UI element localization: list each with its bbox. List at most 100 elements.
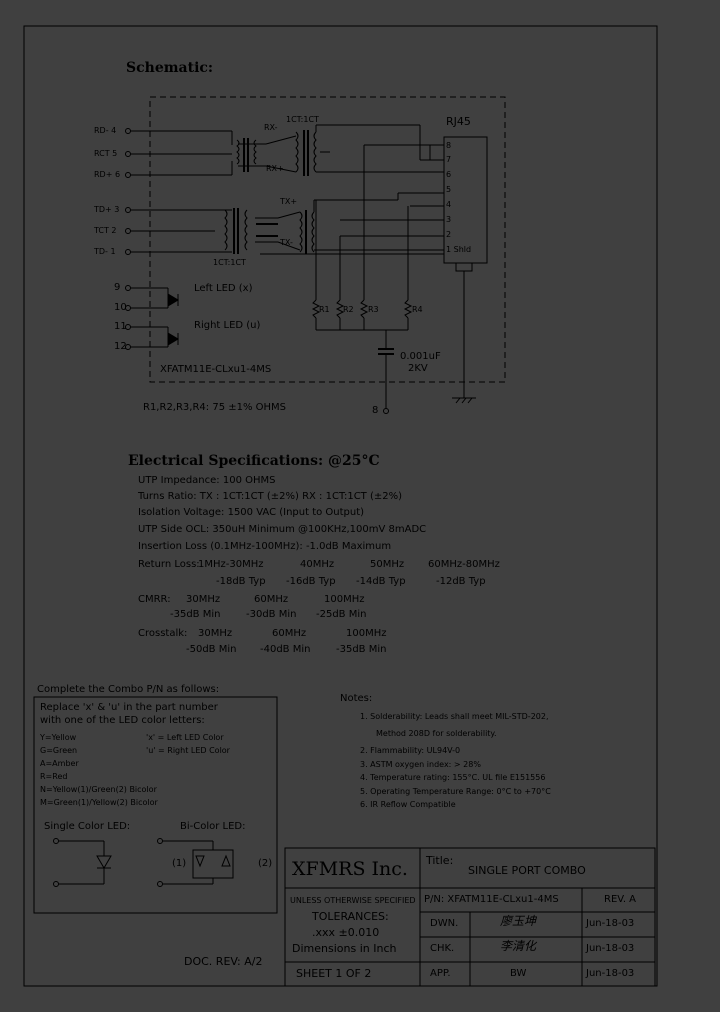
termination-resistors [311,144,430,414]
rj45-pin-8: 8 [446,141,452,150]
combo-heading: Complete the Combo P/N as follows: [37,684,220,695]
note-item: 5. Operating Temperature Range: 0°C to +… [360,787,551,796]
notes-heading: Notes: [340,693,373,704]
note-item: 3. ASTM oxygen index: > 28% [360,760,481,769]
combo-replace-line2: with one of the LED color letters: [40,715,205,726]
tx-ratio-label: 1CT:1CT [213,258,246,267]
tx-transformer [224,192,444,255]
title-block-grid [284,847,656,987]
app-label: APP. [430,968,451,979]
note-item: Method 208D for solderability. [376,729,497,738]
return-loss-freq: 40MHz [300,559,335,570]
rj45-pin-5: 5 [446,185,452,194]
cmrr-freq: 60MHz [254,594,289,605]
return-loss-label: Return Loss: [138,559,200,570]
chk-label: CHK. [430,943,455,954]
pin-label-tct: TCT 2 [94,226,117,235]
spec-utp-impedance: UTP Impedance: 100 OHMS [138,475,276,486]
tx-minus-label: TX- [280,238,293,247]
rj45-pin-7: 7 [446,155,452,164]
color-letter: A=Amber [40,759,79,768]
bicolor-2-label: (2) [258,858,273,869]
color-letter: R=Red [40,772,68,781]
chk-date: Jun-18-03 [586,943,635,954]
spec-ocl: UTP Side OCL: 350uH Minimum @100KHz,100m… [138,524,427,535]
single-led-symbol [53,838,112,887]
rd-pins [125,128,233,178]
led-pin-12: 12 [114,341,127,352]
doc-revision: DOC. REV: A/2 [184,955,263,968]
rj45-pin-6: 6 [446,170,452,179]
cmrr-value: -25dB Min [316,609,367,620]
left-led-label: Left LED (x) [194,283,253,294]
led-pin-11: 11 [114,321,127,332]
crosstalk-label: Crosstalk: [138,628,188,639]
dwn-label: DWN. [430,918,459,929]
led-circuit [125,285,179,350]
electrical-heading: Electrical Specifications: @25°C [128,453,380,469]
dwn-signature: 廖玉坤 [500,914,537,928]
return-loss-value: -16dB Typ [286,576,336,587]
schematic-outline [149,96,506,383]
part-number: P/N: XFATM11E-CLxu1-4MS [424,894,559,905]
note-item: 1. Solderability: Leads shall meet MIL-S… [360,712,549,721]
drawing-title: SINGLE PORT COMBO [468,864,586,877]
resistor-label-r3: R3 [368,305,379,314]
rj45-pin-4: 4 [446,200,452,209]
combo-replace-line1: Replace 'x' & 'u' in the part number [40,702,218,713]
cmrr-freq: 100MHz [324,594,365,605]
bicolor-led-symbol [157,838,234,887]
capacitor-value: 0.001uF [400,351,441,362]
bicolor-1-label: (1) [172,858,187,869]
rx-ratio-label: 1CT:1CT [286,115,319,124]
color-letter: Y=Yellow [40,733,77,742]
combo-box [33,696,278,914]
tx-plus-label: TX+ [280,197,298,206]
rx-transformer [236,124,444,176]
title-label: Title: [426,854,454,867]
note-item: 4. Temperature rating: 155°C. UL file E1… [360,773,546,782]
return-loss-value: -18dB Typ [216,576,266,587]
return-loss-freq: 60MHz-80MHz [428,559,500,570]
pin-label-rd-plus: RD+ 6 [94,170,121,179]
rj45-pin-3: 3 [446,215,452,224]
tolerance-line4: Dimensions in Inch [292,942,397,955]
u-note: 'u' = Right LED Color [146,746,230,755]
color-letter: G=Green [40,746,78,755]
cmrr-label: CMRR: [138,594,171,605]
return-loss-freq: 50MHz [370,559,405,570]
resistor-label-r2: R2 [343,305,354,314]
dwn-date: Jun-18-03 [586,918,635,929]
cmrr-value: -35dB Min [170,609,221,620]
app-date: Jun-18-03 [586,968,635,979]
note-item: 6. IR Reflow Compatible [360,800,456,809]
note-item: 2. Flammability: UL94V-0 [360,746,461,755]
td-pins [125,207,232,255]
return-loss-value: -14dB Typ [356,576,406,587]
company-name: XFMRS Inc. [292,858,408,880]
resistor-label-r4: R4 [412,305,423,314]
pin-label-td-minus: TD- 1 [94,247,116,256]
led-pin-9: 9 [114,282,121,293]
return-loss-freq: 1MHz-30MHz [198,559,264,570]
crosstalk-value: -35dB Min [336,644,387,655]
spec-turns-ratio: Turns Ratio: TX : 1CT:1CT (±2%) RX : 1CT… [138,491,403,502]
schematic-heading: Schematic: [126,60,214,76]
color-letter: N=Yellow(1)/Green(2) Bicolor [40,785,157,794]
tolerance-line1: UNLESS OTHERWISE SPECIFIED [290,896,416,905]
right-led-label: Right LED (u) [194,320,261,331]
rj45-shield [455,262,473,272]
rx-plus-label: RX+ [266,164,284,173]
cmrr-freq: 30MHz [186,594,221,605]
crosstalk-freq: 60MHz [272,628,307,639]
rj45-label: RJ45 [446,115,471,128]
pin-label-td-plus: TD+ 3 [94,205,120,214]
app-signature: BW [510,968,527,979]
crosstalk-value: -40dB Min [260,644,311,655]
rj45-pin-2: 2 [446,230,452,239]
single-led-label: Single Color LED: [44,821,131,832]
pin-label-rct: RCT 5 [94,149,118,158]
pin-label-rd-minus: RD- 4 [94,126,117,135]
